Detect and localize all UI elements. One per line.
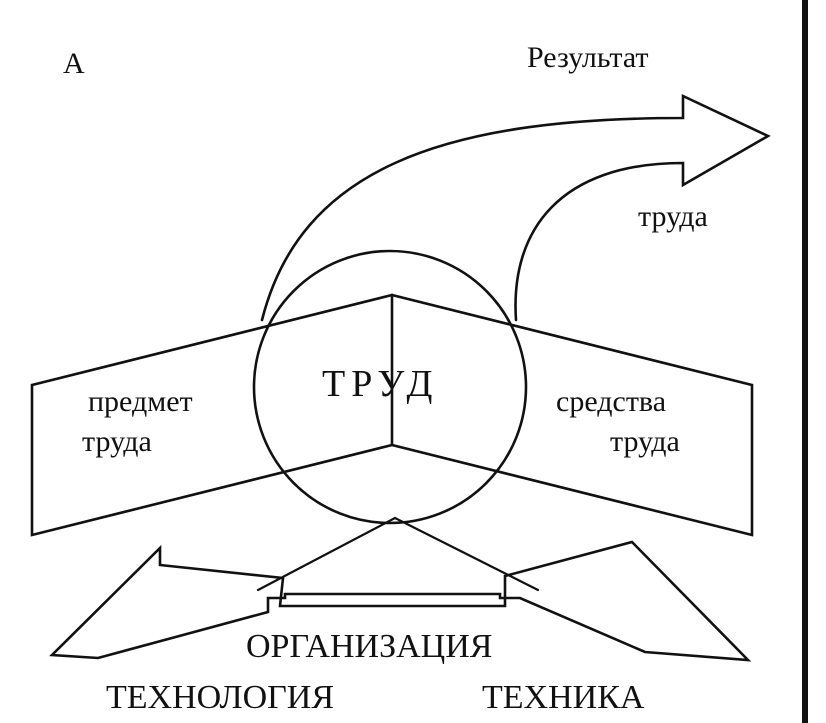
result-arrow	[260, 93, 771, 322]
organization-label: ОРГАНИЗАЦИЯ	[246, 628, 492, 665]
labor-circle	[252, 249, 528, 525]
result-label-line2: труда	[638, 200, 708, 233]
means-label-line1: средства	[556, 385, 666, 418]
means-label-line2: труда	[610, 425, 680, 458]
technique-link-line	[393, 516, 540, 592]
labor-center-label: ТРУД	[322, 363, 438, 405]
technology-link-line	[256, 516, 397, 592]
subject-of-labor-panel	[30, 293, 394, 537]
subject-label-line1: предмет	[88, 385, 193, 418]
technology-label: ТЕХНОЛОГИЯ	[106, 679, 334, 716]
means-of-labor-panel	[390, 293, 754, 537]
result-label-line1: Результат	[527, 41, 649, 74]
technique-label: ТЕХНИКА	[482, 679, 645, 716]
panel-label: A	[63, 47, 85, 80]
subject-label-line2: труда	[82, 425, 152, 458]
